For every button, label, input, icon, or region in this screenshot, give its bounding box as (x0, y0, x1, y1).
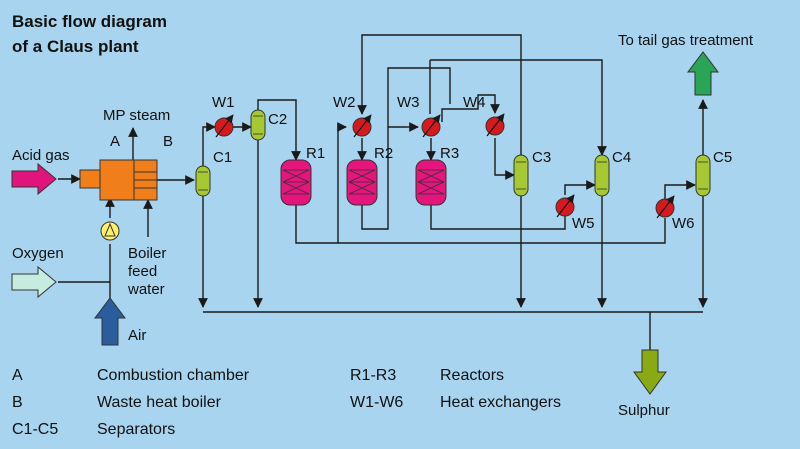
air-arrow (94, 297, 126, 346)
air-blower-icon (100, 221, 120, 241)
r2-label: R2 (374, 145, 393, 162)
separator-c2 (250, 109, 266, 141)
title-line-1: Basic flow diagram (12, 12, 167, 31)
w6-to-c5 (664, 180, 696, 200)
w4-label: W4 (463, 94, 486, 111)
reactor-r1 (280, 159, 312, 206)
w3-to-w4 (441, 94, 500, 122)
acid-gas-label: Acid gas (12, 147, 70, 164)
process-lines (58, 34, 708, 350)
heat-exchanger-w5 (555, 194, 575, 218)
w1-label: W1 (212, 94, 235, 111)
reactor-r3 (415, 159, 447, 206)
c5-label: C5 (713, 149, 732, 166)
w5-label: W5 (572, 215, 595, 232)
legend-key-w: W1-W6 (350, 394, 403, 411)
r3-label: R3 (440, 145, 459, 162)
boiler-label: Boiler (128, 245, 166, 262)
separator-c1 (195, 165, 211, 197)
title-line-2: of a Claus plant (12, 37, 139, 56)
legend-desc-b: Waste heat boiler (97, 394, 222, 411)
line-to-w6 (338, 218, 666, 244)
air-label: Air (128, 327, 146, 344)
separator-c3 (513, 154, 529, 197)
c3-label: C3 (532, 149, 551, 166)
c1-to-w1 (202, 122, 216, 166)
r3-to-w5 (430, 205, 566, 230)
w5-to-c4 (564, 180, 596, 195)
acid-gas-arrow (11, 162, 57, 196)
w6-label: W6 (672, 215, 695, 232)
oxygen-arrow (11, 265, 57, 299)
sulphur-arrow (633, 349, 667, 395)
label-b: B (163, 133, 173, 150)
heat-exchanger-w2 (352, 114, 372, 138)
legend-desc-w: Heat exchangers (440, 394, 561, 411)
heat-exchanger-w4 (485, 113, 505, 137)
combustion-chamber-a (99, 159, 135, 201)
heat-exchanger-w1 (214, 114, 234, 138)
reactor-r2 (346, 159, 378, 206)
burner-nozzle (79, 169, 103, 189)
label-a: A (110, 133, 120, 150)
r2-loop-1 (361, 67, 451, 230)
mp-steam-label: MP steam (103, 107, 170, 124)
legend-key-a: A (12, 367, 23, 384)
legend-desc-c: Separators (97, 421, 175, 438)
c2-to-r1 (257, 99, 301, 161)
c1-label: C1 (213, 149, 232, 166)
tail-gas-label: To tail gas treatment (618, 32, 754, 49)
w3-label: W3 (397, 94, 420, 111)
separator-c4 (594, 154, 610, 197)
c3-to-w2-loop (357, 34, 522, 155)
line-to-c4 (430, 59, 607, 156)
legend-desc-a: Combustion chamber (97, 367, 250, 384)
water-label: water (127, 281, 165, 298)
heat-exchanger-w3 (421, 114, 441, 138)
c4-label: C4 (612, 149, 631, 166)
r1-label: R1 (306, 145, 325, 162)
legend: A Combustion chamber B Waste heat boiler… (12, 367, 561, 438)
legend-key-c: C1-C5 (12, 421, 58, 438)
legend-desc-r: Reactors (440, 367, 504, 384)
w2-label: W2 (333, 94, 356, 111)
legend-key-b: B (12, 394, 23, 411)
tail-gas-arrow (687, 51, 719, 96)
legend-key-r: R1-R3 (350, 367, 396, 384)
feed-label: feed (128, 263, 157, 280)
sulphur-label: Sulphur (618, 402, 670, 419)
separator-c5 (695, 154, 711, 197)
oxygen-label: Oxygen (12, 245, 64, 262)
w4-to-c3 (494, 138, 515, 180)
heat-exchanger-w6 (655, 195, 675, 219)
c2-label: C2 (268, 111, 287, 128)
furnace-unit (79, 159, 158, 201)
